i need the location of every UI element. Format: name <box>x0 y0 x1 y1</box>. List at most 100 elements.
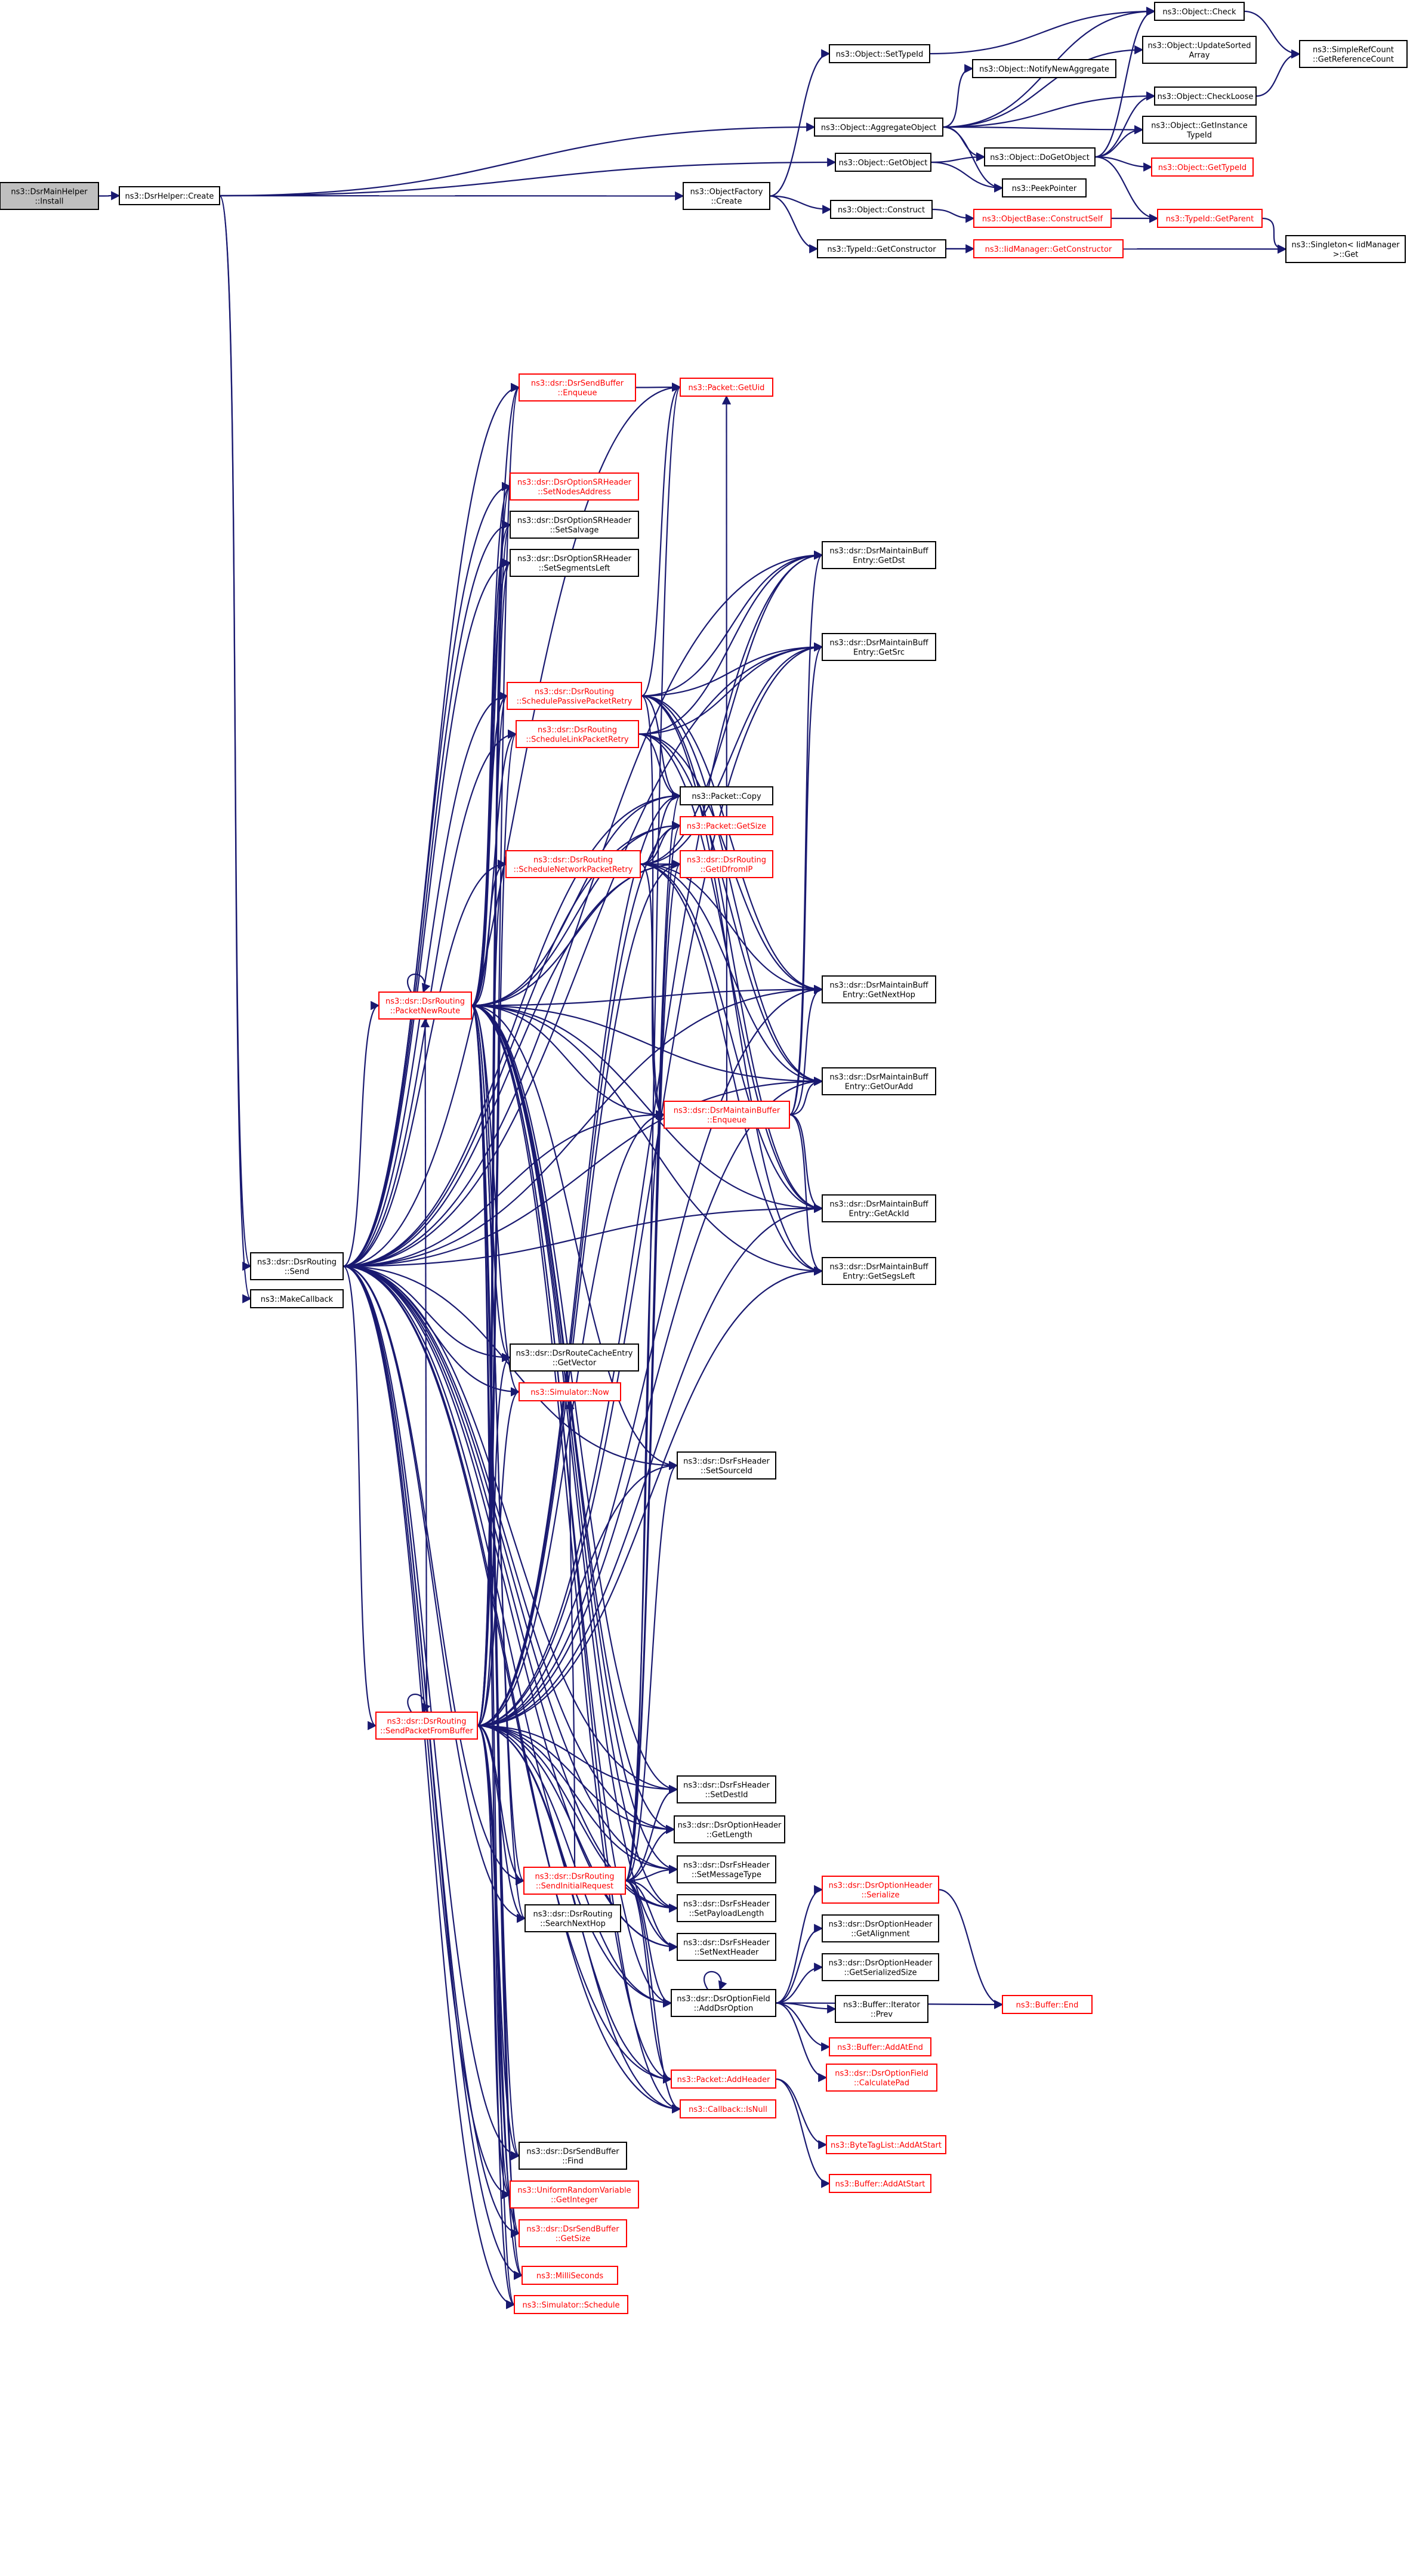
node-mb_getnexthop[interactable]: ns3::dsr::DsrMaintainBuffEntry::GetNextH… <box>822 975 936 1003</box>
edge-aggregate-to-update_sorted <box>942 45 1144 128</box>
node-label: ::SendPacketFromBuffer <box>380 1727 473 1736</box>
node-packetnewroute[interactable]: ns3::dsr::DsrRouting::PacketNewRoute <box>378 992 472 1020</box>
node-label: ns3::dsr::DsrMaintainBuff <box>829 1263 928 1272</box>
node-makecallback[interactable]: ns3::MakeCallback <box>250 1289 344 1308</box>
node-typeid_getparent[interactable]: ns3::TypeId::GetParent <box>1157 209 1263 228</box>
edge-sendpacketfrombuffer-to-oh_getlength <box>477 1725 675 1834</box>
node-sendbuffer_find[interactable]: ns3::dsr::DsrSendBuffer::Find <box>519 2142 627 2170</box>
edge-routing_send-to-packetnewroute <box>343 1000 380 1267</box>
node-dogetobject[interactable]: ns3::Object::DoGetObject <box>984 147 1096 166</box>
node-mb_getsegsleft[interactable]: ns3::dsr::DsrMaintainBuffEntry::GetSegsL… <box>822 1257 936 1285</box>
node-box <box>519 373 636 401</box>
node-sched_link[interactable]: ns3::dsr::DsrRouting::ScheduleLinkPacket… <box>516 720 639 748</box>
node-obj_check[interactable]: ns3::Object::Check <box>1154 2 1245 21</box>
node-sr_setsegs[interactable]: ns3::dsr::DsrOptionSRHeader::SetSegments… <box>510 549 639 577</box>
edge-sendinitialrequest-to-addsroption <box>625 1880 672 2008</box>
node-peekpointer[interactable]: ns3::PeekPointer <box>1002 178 1087 197</box>
node-milliseconds[interactable]: ns3::MilliSeconds <box>522 2266 618 2285</box>
edge-maintain_enqueue-to-mb_getnexthop <box>789 984 823 1116</box>
edge-sendinitialrequest-to-packet_addheader <box>625 1880 672 2084</box>
node-buffer_iter_prev[interactable]: ns3::Buffer::Iterator::Prev <box>835 1995 928 2023</box>
node-box <box>835 153 931 172</box>
node-oh_serialize[interactable]: ns3::dsr::DsrOptionHeader::Serialize <box>822 1876 939 1904</box>
node-callback_isnull[interactable]: ns3::Callback::IsNull <box>680 2099 776 2118</box>
node-dsrhelper_create[interactable]: ns3::DsrHelper::Create <box>119 186 220 205</box>
edge-sendinitialrequest-to-getidfromip <box>625 860 681 1882</box>
edge-routing_send-to-sendpacketfrombuffer <box>343 1265 377 1730</box>
node-box <box>522 2266 618 2285</box>
node-root[interactable]: ns3::DsrMainHelper::Install <box>0 182 99 210</box>
node-packet_getuid[interactable]: ns3::Packet::GetUid <box>680 378 773 397</box>
node-getidfromip[interactable]: ns3::dsr::DsrRouting::GetIDfromIP <box>680 850 773 878</box>
edge-routing_send-to-addsroption <box>343 1265 672 2008</box>
node-sr_setnodes[interactable]: ns3::dsr::DsrOptionSRHeader::SetNodesAdd… <box>510 472 639 501</box>
node-searchnexthop[interactable]: ns3::dsr::DsrRouting::SearchNextHop <box>524 1904 621 1932</box>
node-sched_network[interactable]: ns3::dsr::DsrRouting::ScheduleNetworkPac… <box>505 850 641 878</box>
node-oh_getlength[interactable]: ns3::dsr::DsrOptionHeader::GetLength <box>674 1815 785 1843</box>
node-label: ns3::dsr::DsrOptionSRHeader <box>517 478 632 487</box>
node-objfactory_create[interactable]: ns3::ObjectFactory::Create <box>683 182 770 210</box>
node-constructself[interactable]: ns3::ObjectBase::ConstructSelf <box>973 209 1112 228</box>
node-routecache_getvector[interactable]: ns3::dsr::DsrRouteCacheEntry::GetVector <box>510 1343 639 1372</box>
node-packet_addheader[interactable]: ns3::Packet::AddHeader <box>671 2070 776 2089</box>
node-addsroption[interactable]: ns3::dsr::DsrOptionField::AddDsrOption <box>671 1989 776 2017</box>
node-iidmanager_getconstructor[interactable]: ns3::IidManager::GetConstructor <box>973 239 1124 258</box>
node-label: ::GetVector <box>553 1359 597 1368</box>
node-oh_getserializedsize[interactable]: ns3::dsr::DsrOptionHeader::GetSerialized… <box>822 1953 939 1981</box>
node-mb_getouradd[interactable]: ns3::dsr::DsrMaintainBuffEntry::GetOurAd… <box>822 1067 936 1095</box>
node-aggregate[interactable]: ns3::Object::AggregateObject <box>814 118 943 137</box>
edge-addsroption-to-addsroption <box>704 1971 727 1991</box>
node-label: ns3::Buffer::AddAtStart <box>835 2180 925 2189</box>
node-fs_setdestid[interactable]: ns3::dsr::DsrFsHeader::SetDestId <box>677 1775 776 1803</box>
node-sendbuffer_getsize[interactable]: ns3::dsr::DsrSendBuffer::GetSize <box>519 2219 627 2247</box>
node-uniform_getinteger[interactable]: ns3::UniformRandomVariable::GetInteger <box>510 2180 639 2209</box>
node-fs_setnextheader[interactable]: ns3::dsr::DsrFsHeader::SetNextHeader <box>677 1933 776 1961</box>
node-box <box>519 2219 627 2247</box>
node-label: ns3::dsr::DsrRouting <box>257 1258 337 1267</box>
node-box <box>510 472 639 501</box>
node-buffer_end[interactable]: ns3::Buffer::End <box>1002 1995 1093 2014</box>
node-oh_getalignment[interactable]: ns3::dsr::DsrOptionHeader::GetAlignment <box>822 1914 939 1942</box>
edge-maintain_enqueue-to-mb_getdst <box>789 551 823 1116</box>
node-simulator_schedule[interactable]: ns3::Simulator::Schedule <box>514 2295 628 2314</box>
edge-objfactory_create-to-settypeid <box>769 49 831 197</box>
node-of_calculatepad[interactable]: ns3::dsr::DsrOptionField::CalculatePad <box>826 2064 937 2092</box>
node-sr_setsalvage[interactable]: ns3::dsr::DsrOptionSRHeader::SetSalvage <box>510 511 639 539</box>
node-obj_construct[interactable]: ns3::Object::Construct <box>830 200 933 219</box>
node-obj_gettypeid[interactable]: ns3::Object::GetTypeId <box>1151 157 1254 177</box>
node-singleton_get[interactable]: ns3::Singleton< IidManager>::Get <box>1285 235 1406 263</box>
node-sched_passive[interactable]: ns3::dsr::DsrRouting::SchedulePassivePac… <box>507 682 642 710</box>
node-routing_send[interactable]: ns3::dsr::DsrRouting::Send <box>250 1252 344 1280</box>
node-packet_getsize[interactable]: ns3::Packet::GetSize <box>680 816 773 835</box>
node-notify_new[interactable]: ns3::Object::NotifyNewAggregate <box>972 59 1116 78</box>
edge-addsroption-to-oh_getserializedsize <box>775 1962 823 2004</box>
node-fs_setpayload[interactable]: ns3::dsr::DsrFsHeader::SetPayloadLength <box>677 1894 776 1922</box>
edge-sendinitialrequest-to-fs_setpayload <box>625 1880 678 1913</box>
node-settypeid[interactable]: ns3::Object::SetTypeId <box>829 44 930 63</box>
node-getobject[interactable]: ns3::Object::GetObject <box>835 153 931 172</box>
edge-addsroption-to-oh_getalignment <box>775 1923 823 2004</box>
node-simulator_now[interactable]: ns3::Simulator::Now <box>519 1382 621 1401</box>
node-packet_copy[interactable]: ns3::Packet::Copy <box>680 786 773 805</box>
node-buffer_addatend[interactable]: ns3::Buffer::AddAtEnd <box>829 2037 931 2056</box>
node-label: ::GetSize <box>556 2235 591 2244</box>
node-bytetaglist_addatstart[interactable]: ns3::ByteTagList::AddAtStart <box>826 2135 946 2154</box>
node-fs_setmessagetype[interactable]: ns3::dsr::DsrFsHeader::SetMessageType <box>677 1855 776 1883</box>
node-typeid_getconstructor[interactable]: ns3::TypeId::GetConstructor <box>817 239 946 258</box>
node-sendinitialrequest[interactable]: ns3::dsr::DsrRouting::SendInitialRequest <box>523 1867 626 1895</box>
node-sendbuffer_enqueue[interactable]: ns3::dsr::DsrSendBuffer::Enqueue <box>519 373 636 401</box>
node-fs_setsourceid[interactable]: ns3::dsr::DsrFsHeader::SetSourceId <box>677 1451 776 1479</box>
node-maintain_enqueue[interactable]: ns3::dsr::DsrMaintainBuffer::Enqueue <box>664 1101 790 1129</box>
node-buffer_addatstart[interactable]: ns3::Buffer::AddAtStart <box>829 2174 931 2193</box>
node-box <box>677 1451 776 1479</box>
node-checkloose[interactable]: ns3::Object::CheckLoose <box>1154 87 1257 106</box>
node-sendpacketfrombuffer[interactable]: ns3::dsr::DsrRouting::SendPacketFromBuff… <box>375 1712 478 1740</box>
node-simplerefcount[interactable]: ns3::SimpleRefCount::GetReferenceCount <box>1299 40 1408 68</box>
edge-maintain_enqueue-to-mb_getsrc <box>789 643 823 1116</box>
edge-packetnewroute-to-mb_getackid <box>471 1005 823 1213</box>
